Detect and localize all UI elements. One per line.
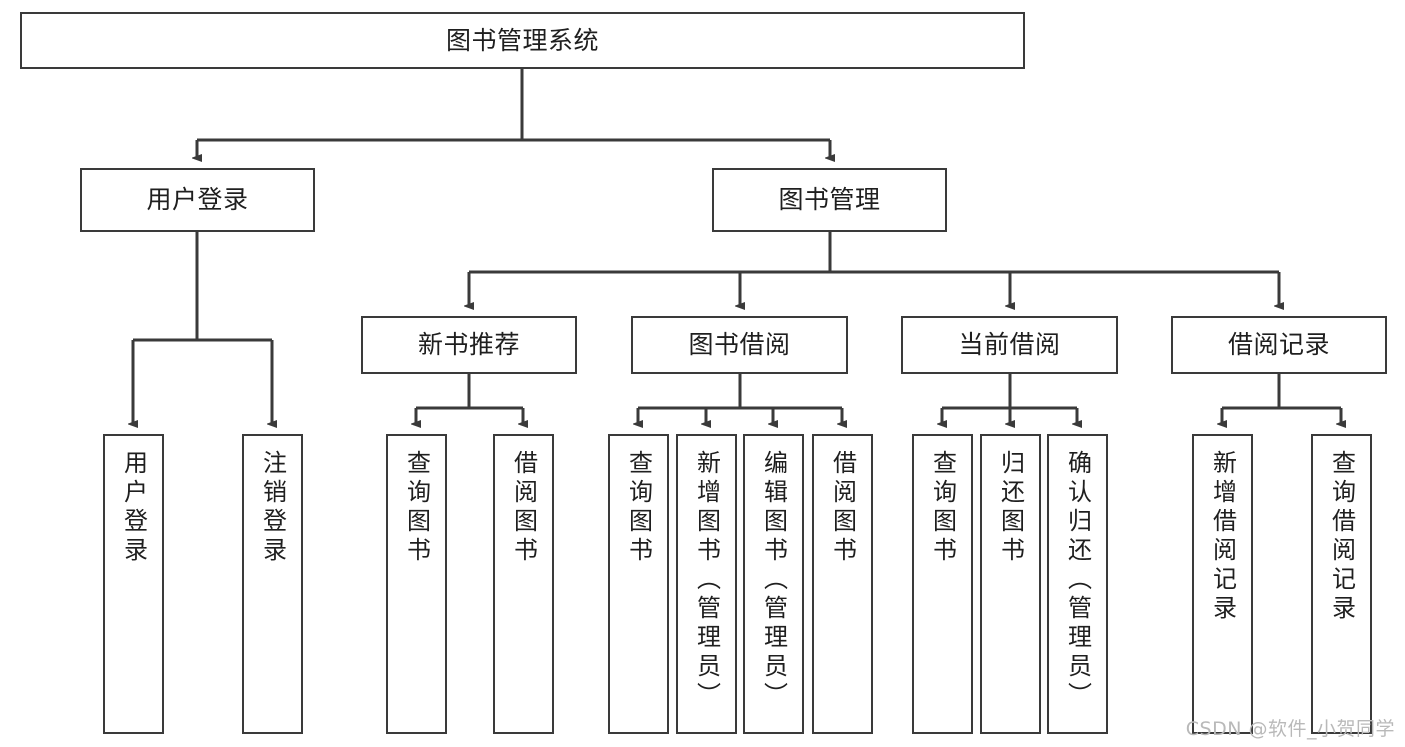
leaf-current-return-book[interactable]: 归还图书: [980, 434, 1041, 734]
leaf-user-login-logout[interactable]: 注销登录: [242, 434, 303, 734]
node-current-borrow[interactable]: 当前借阅: [901, 316, 1118, 374]
watermark-text: CSDN @软件_小贺同学: [1185, 718, 1395, 740]
node-label: 查询图书: [402, 450, 431, 566]
leaf-borrow-query-book[interactable]: 查询图书: [608, 434, 669, 734]
node-book-borrow[interactable]: 图书借阅: [631, 316, 848, 374]
leaf-current-query-book[interactable]: 查询图书: [912, 434, 973, 734]
node-label: 借阅图书: [828, 450, 857, 566]
leaf-record-add-record[interactable]: 新增借阅记录: [1192, 434, 1253, 734]
node-label: 用户登录: [119, 450, 148, 566]
node-label: 注销登录: [258, 450, 287, 566]
leaf-current-confirm-return[interactable]: 确认归还（管理员）: [1047, 434, 1108, 734]
leaf-user-login-login[interactable]: 用户登录: [103, 434, 164, 734]
node-label: 查询图书: [928, 450, 957, 566]
leaf-borrow-add-book[interactable]: 新增图书（管理员）: [676, 434, 737, 734]
leaf-record-query-record[interactable]: 查询借阅记录: [1311, 434, 1372, 734]
node-label: 查询图书: [624, 450, 653, 566]
node-book-management[interactable]: 图书管理: [712, 168, 947, 232]
node-label: 新增图书（管理员）: [692, 450, 721, 711]
node-root-system[interactable]: 图书管理系统: [20, 12, 1025, 69]
node-label: 归还图书: [996, 450, 1025, 566]
node-label: 当前借阅: [958, 330, 1061, 360]
node-user-login[interactable]: 用户登录: [80, 168, 315, 232]
leaf-borrow-edit-book[interactable]: 编辑图书（管理员）: [743, 434, 804, 734]
leaf-borrow-borrow-book[interactable]: 借阅图书: [812, 434, 873, 734]
node-label: 借阅图书: [509, 450, 538, 566]
node-label: 新增借阅记录: [1208, 450, 1237, 624]
node-label: 编辑图书（管理员）: [759, 450, 788, 711]
node-borrow-record[interactable]: 借阅记录: [1171, 316, 1387, 374]
node-new-book-recommend[interactable]: 新书推荐: [361, 316, 577, 374]
node-label: 用户登录: [146, 185, 249, 215]
node-label: 图书管理系统: [445, 25, 599, 55]
leaf-recommend-borrow-book[interactable]: 借阅图书: [493, 434, 554, 734]
node-label: 借阅记录: [1227, 330, 1330, 360]
node-label: 图书管理: [778, 185, 881, 215]
node-label: 新书推荐: [417, 330, 520, 360]
node-label: 图书借阅: [688, 330, 791, 360]
node-label: 确认归还（管理员）: [1063, 450, 1092, 711]
leaf-recommend-query-book[interactable]: 查询图书: [386, 434, 447, 734]
node-label: 查询借阅记录: [1327, 450, 1356, 624]
